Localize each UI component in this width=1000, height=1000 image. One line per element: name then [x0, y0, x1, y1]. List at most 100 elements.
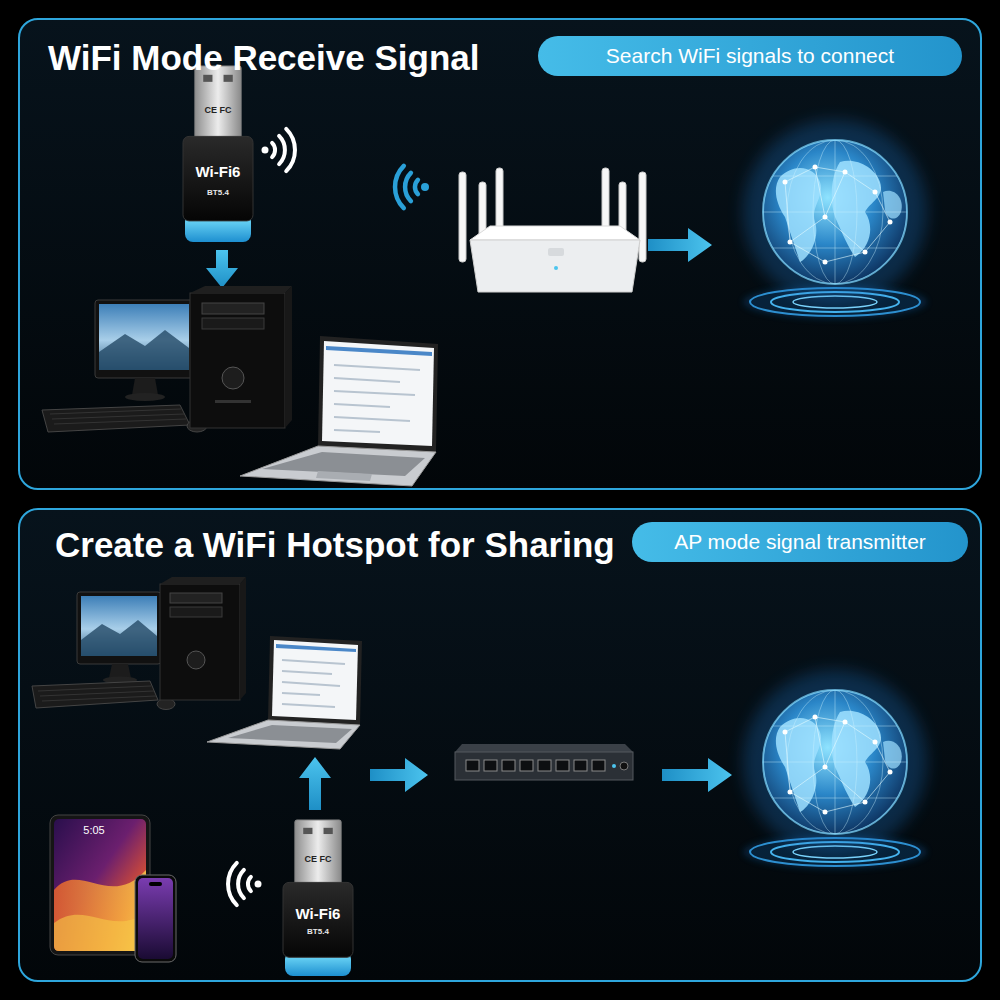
- dongle-marking: BT5.4: [283, 927, 353, 937]
- section-panel: Create a WiFi Hotspot for SharingAP mode…: [18, 508, 982, 982]
- laptop-computer: [272, 640, 358, 720]
- flow-arrow: [206, 250, 238, 288]
- internet-globe: [743, 120, 927, 319]
- mode-pill: Search WiFi signals to connect: [538, 36, 962, 76]
- pill-label: AP mode signal transmitter: [674, 530, 926, 554]
- desktop-computer: [99, 330, 189, 370]
- laptop-computer: [207, 636, 362, 749]
- router: [470, 226, 640, 240]
- dongle-shape: [183, 66, 253, 242]
- laptop-computer: [316, 471, 372, 481]
- flow-arrow: [299, 757, 331, 810]
- connector-hole: [203, 75, 212, 82]
- laptop-computer: [228, 725, 352, 743]
- desktop-computer: [77, 592, 161, 664]
- laptop-computer: [240, 336, 438, 486]
- usb-connector: [195, 66, 241, 140]
- wifi-waves: [279, 136, 285, 164]
- wifi-waves: [395, 166, 429, 208]
- router: [496, 168, 503, 230]
- desktop-computer: [109, 664, 131, 678]
- network-switch: [612, 764, 616, 768]
- dongle-marking: CE FC: [183, 105, 253, 116]
- desktop-computer: [81, 620, 157, 656]
- dongle-marking: Wi-Fi6: [283, 905, 353, 922]
- router: [470, 240, 640, 292]
- router: [459, 172, 466, 262]
- dongle-marking: BT5.4: [183, 188, 253, 198]
- desktop-computer: [132, 378, 158, 395]
- usb-connector: [295, 820, 341, 886]
- internet-globe: [743, 670, 927, 869]
- router: [639, 172, 646, 262]
- wifi-waves: [395, 166, 404, 208]
- panel-ground: [18, 508, 982, 982]
- router: [548, 248, 564, 256]
- dongle-body: [183, 136, 253, 220]
- network-switch: [455, 744, 633, 780]
- wifi-waves: [421, 183, 429, 191]
- network-switch: [466, 760, 479, 771]
- wifi-waves: [248, 877, 251, 891]
- laptop-computer: [207, 720, 360, 749]
- dongle-marking: CE FC: [283, 854, 353, 865]
- phone-body: [135, 875, 176, 962]
- wallpaper-swoosh: [54, 913, 146, 951]
- connector-hole: [324, 828, 333, 834]
- usb-dongle: CE FC Wi-Fi6BT5.4: [183, 66, 253, 242]
- desktop-computer: [222, 367, 244, 389]
- laptop-computer: [268, 636, 362, 725]
- wifi-waves: [255, 881, 262, 888]
- dongle-shape: [283, 820, 353, 976]
- wifi-waves: [405, 173, 411, 201]
- laptop-computer: [334, 365, 420, 432]
- tablet-device: 5:05: [50, 815, 176, 962]
- desktop-computer: [95, 300, 193, 378]
- dongle-body: [283, 882, 353, 957]
- wifi-waves: [228, 863, 237, 905]
- desktop-computer: [99, 304, 189, 370]
- router: [554, 266, 558, 270]
- wallpaper-swoosh: [54, 870, 146, 951]
- wifi-waves: [272, 143, 275, 157]
- laptop-computer: [262, 452, 425, 476]
- network-switch: [484, 760, 497, 771]
- router: [602, 168, 609, 230]
- desktop-computer: [160, 577, 246, 584]
- network-switch: [455, 744, 633, 752]
- laptop-computer: [326, 346, 432, 356]
- desktop-computer: [32, 681, 158, 708]
- phone-island: [149, 882, 162, 886]
- network-switch: [574, 760, 587, 771]
- wifi-waves: [228, 863, 261, 905]
- desktop-computer: [202, 303, 264, 314]
- network-switch: [455, 752, 633, 780]
- desktop-computer: [170, 593, 222, 603]
- laptop-computer: [240, 446, 436, 486]
- wifi-waves: [238, 870, 244, 898]
- desktop-computer: [50, 409, 186, 424]
- usb-dongle: CE FC Wi-Fi6BT5.4: [283, 820, 353, 976]
- router: [479, 182, 486, 237]
- dongle-marking: Wi-Fi6: [183, 163, 253, 180]
- connector-hole: [224, 75, 233, 82]
- phone-screen: [138, 878, 173, 959]
- tablet-screen: [54, 819, 146, 951]
- desktop-computer: [81, 596, 157, 656]
- flow-arrow: [662, 758, 732, 792]
- desktop-computer: [170, 607, 222, 617]
- network-switch: [502, 760, 515, 771]
- flow-arrow: [648, 228, 712, 262]
- desktop-computer: [38, 686, 156, 701]
- connector-hole: [303, 828, 312, 834]
- desktop-computer: [190, 286, 292, 293]
- desktop-computer: [240, 577, 246, 700]
- desktop-computer: [42, 405, 190, 432]
- desktop-computer: [285, 286, 292, 428]
- wifi-waves: [262, 147, 269, 154]
- pill-label: Search WiFi signals to connect: [606, 44, 894, 68]
- mode-pill: AP mode signal transmitter: [632, 522, 968, 562]
- wifi-waves: [415, 180, 418, 194]
